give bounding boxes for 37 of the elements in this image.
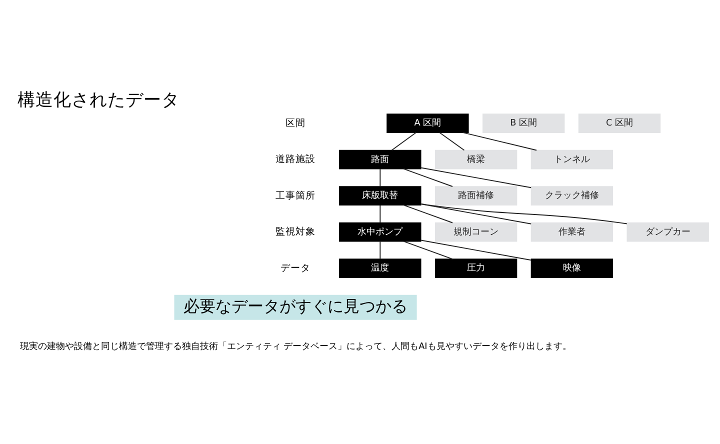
node-box: C 区間: [578, 114, 661, 133]
node-box: 床版取替: [339, 186, 422, 206]
node-box: 橋梁: [434, 150, 518, 170]
node-box: クラック補修: [530, 186, 614, 206]
node-box: 路面補修: [434, 186, 518, 206]
node-box: 圧力: [434, 258, 518, 278]
node-box: 作業者: [530, 222, 614, 242]
label: 必要なデータがすぐに見つかる: [184, 296, 408, 316]
label: 道路施設: [276, 154, 316, 166]
diagram-title: 構造化されたデータ: [17, 90, 180, 111]
node-box: B 区間: [482, 114, 565, 133]
node-box: ダンプカー: [626, 222, 709, 242]
connector: [439, 132, 465, 151]
connector: [403, 168, 453, 187]
node-box: A 区間: [386, 114, 469, 133]
connector: [391, 132, 416, 151]
connector: [420, 240, 532, 261]
connector: [380, 168, 381, 187]
node-box: 路面: [339, 150, 422, 170]
label: 監視対象: [276, 226, 316, 238]
node-box: トンネル: [530, 150, 614, 170]
label: 工事箇所: [276, 190, 316, 202]
connector: [420, 204, 532, 224]
connector: [380, 241, 381, 260]
node-box: 映像: [530, 258, 614, 278]
connector: [420, 167, 532, 188]
connector: [403, 204, 453, 224]
label: 区間: [286, 118, 306, 129]
connector: [403, 240, 453, 260]
node-box: 温度: [339, 258, 422, 278]
caption: 現実の建物や設備と同じ構造で管理する独自技術「エンティティ データベース」によって、人間もAIも見やすいデータを作り出します。: [20, 342, 572, 352]
connector: [462, 132, 537, 151]
connector: [380, 204, 381, 224]
label: データ: [280, 262, 311, 274]
node-box: 水中ポンプ: [339, 222, 422, 242]
node-box: 規制コーン: [434, 222, 518, 242]
connector: [420, 204, 628, 224]
